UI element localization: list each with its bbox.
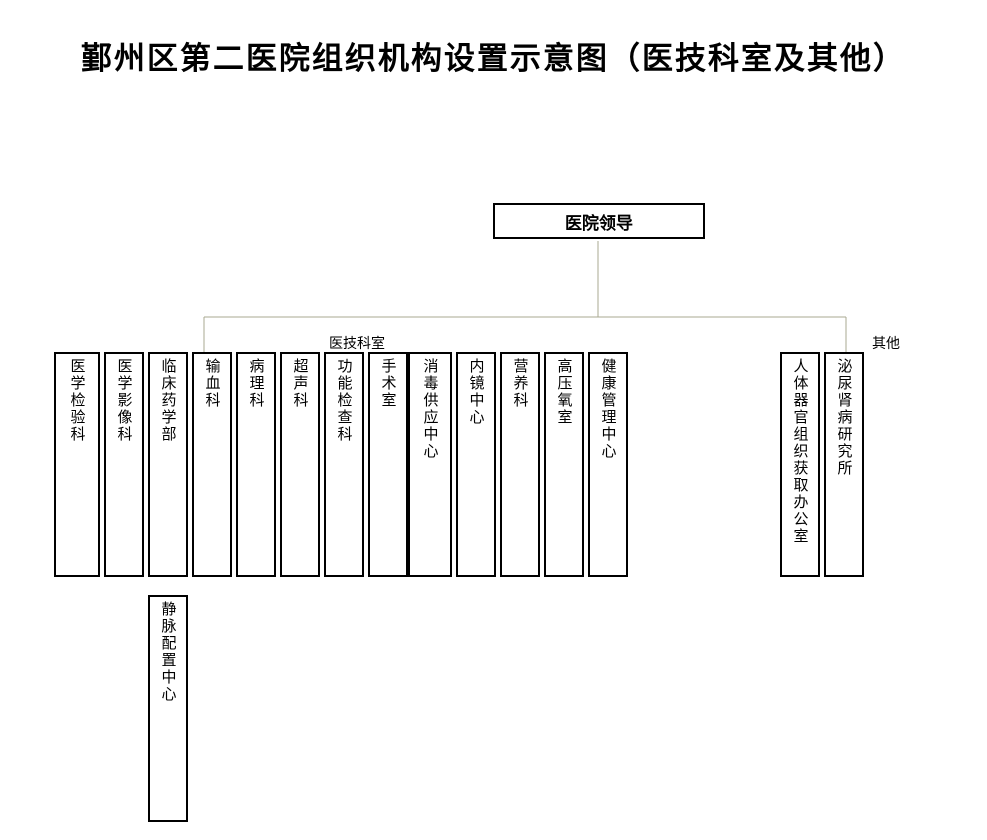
dept-lab: 医学检验科	[54, 352, 100, 577]
dept-iv-admixture: 静脉配置中心	[148, 595, 188, 822]
dept-iv-label: 静脉配置中心	[159, 601, 178, 703]
dept-sterile-label: 消毒供应中心	[421, 358, 440, 460]
dept-surgery-label: 手术室	[379, 358, 398, 409]
dept-surgery: 手术室	[368, 352, 408, 577]
dept-nutrition: 营养科	[500, 352, 540, 577]
dept-pharmacy: 临床药学部	[148, 352, 188, 577]
dept-transfusion-label: 输血科	[203, 358, 222, 409]
dept-lab-label: 医学检验科	[68, 358, 87, 443]
hospital-leadership-box: 医院领导	[493, 203, 705, 239]
dept-nutrition-label: 营养科	[511, 358, 530, 409]
dept-function-label: 功能检查科	[335, 358, 354, 443]
dept-nephrology-institute: 泌尿肾病研究所	[824, 352, 864, 577]
dept-pathology: 病理科	[236, 352, 276, 577]
dept-imaging: 医学影像科	[104, 352, 144, 577]
dept-imaging-label: 医学影像科	[115, 358, 134, 443]
dept-endoscopy-label: 内镜中心	[467, 358, 486, 426]
dept-sterile-supply: 消毒供应中心	[408, 352, 452, 577]
dept-ultrasound-label: 超声科	[291, 358, 310, 409]
page-title: 鄞州区第二医院组织机构设置示意图（医技科室及其他）	[81, 41, 906, 77]
dept-pharmacy-label: 临床药学部	[159, 358, 178, 443]
group-label-other: 其他	[872, 336, 900, 352]
dept-hyperbaric-label: 高压氧室	[555, 358, 574, 426]
dept-pathology-label: 病理科	[247, 358, 266, 409]
dept-organ-label: 人体器官组织获取办公室	[791, 358, 810, 545]
dept-function: 功能检查科	[324, 352, 364, 577]
dept-nephrology-label: 泌尿肾病研究所	[835, 358, 854, 477]
dept-ultrasound: 超声科	[280, 352, 320, 577]
dept-health-mgmt: 健康管理中心	[588, 352, 628, 577]
group-label-medtech: 医技科室	[329, 336, 385, 352]
dept-transfusion: 输血科	[192, 352, 232, 577]
dept-hyperbaric: 高压氧室	[544, 352, 584, 577]
dept-health-label: 健康管理中心	[599, 358, 618, 460]
dept-endoscopy: 内镜中心	[456, 352, 496, 577]
dept-organ-procurement: 人体器官组织获取办公室	[780, 352, 820, 577]
